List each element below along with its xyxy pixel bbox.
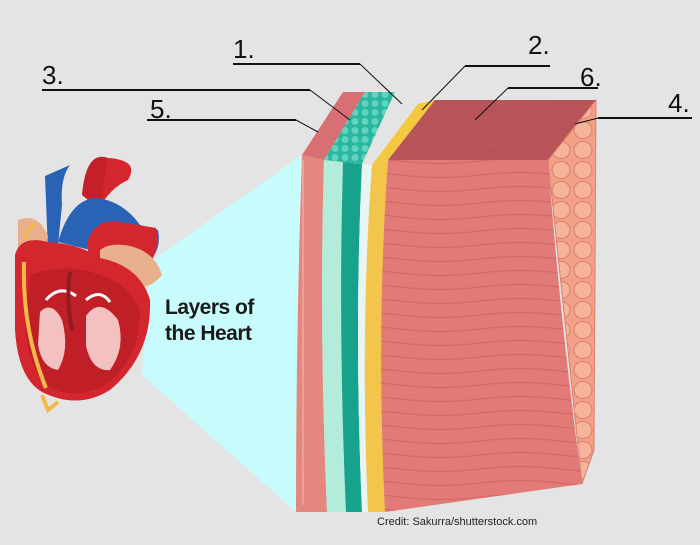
label-number-3: 3. bbox=[42, 60, 64, 90]
magnify-cone bbox=[142, 155, 302, 512]
leader-line-5-pointer bbox=[295, 119, 319, 133]
label-number-5: 5. bbox=[150, 94, 172, 124]
leader-line-3-pointer bbox=[309, 89, 351, 121]
epicardium-top-face bbox=[372, 100, 435, 165]
serous-fluid-layer bbox=[322, 160, 346, 512]
leader-line-6-pointer bbox=[474, 87, 509, 121]
label-number-4: 4. bbox=[668, 88, 690, 118]
endocardium-layer bbox=[548, 100, 596, 484]
image-credit: Credit: Sakurra/shutterstock.com bbox=[377, 516, 538, 528]
leader-line-2-pointer bbox=[421, 65, 466, 111]
label-leader-lines bbox=[42, 63, 692, 133]
label-number-6: 6. bbox=[580, 62, 602, 92]
label-number-1: 1. bbox=[233, 34, 255, 64]
title-line-2: the Heart bbox=[165, 322, 252, 345]
label-number-2: 2. bbox=[528, 30, 550, 60]
teal-top-face bbox=[324, 92, 395, 164]
pericardium-top-face bbox=[302, 92, 365, 160]
leader-line-4-pointer bbox=[574, 117, 599, 125]
heart-illustration bbox=[15, 156, 162, 414]
title-line-1: Layers of bbox=[165, 296, 254, 319]
leader-line-1-pointer bbox=[359, 63, 403, 105]
serous-pericardium-layer bbox=[341, 162, 362, 512]
diagram-title: Layers of the Heart bbox=[165, 295, 254, 347]
